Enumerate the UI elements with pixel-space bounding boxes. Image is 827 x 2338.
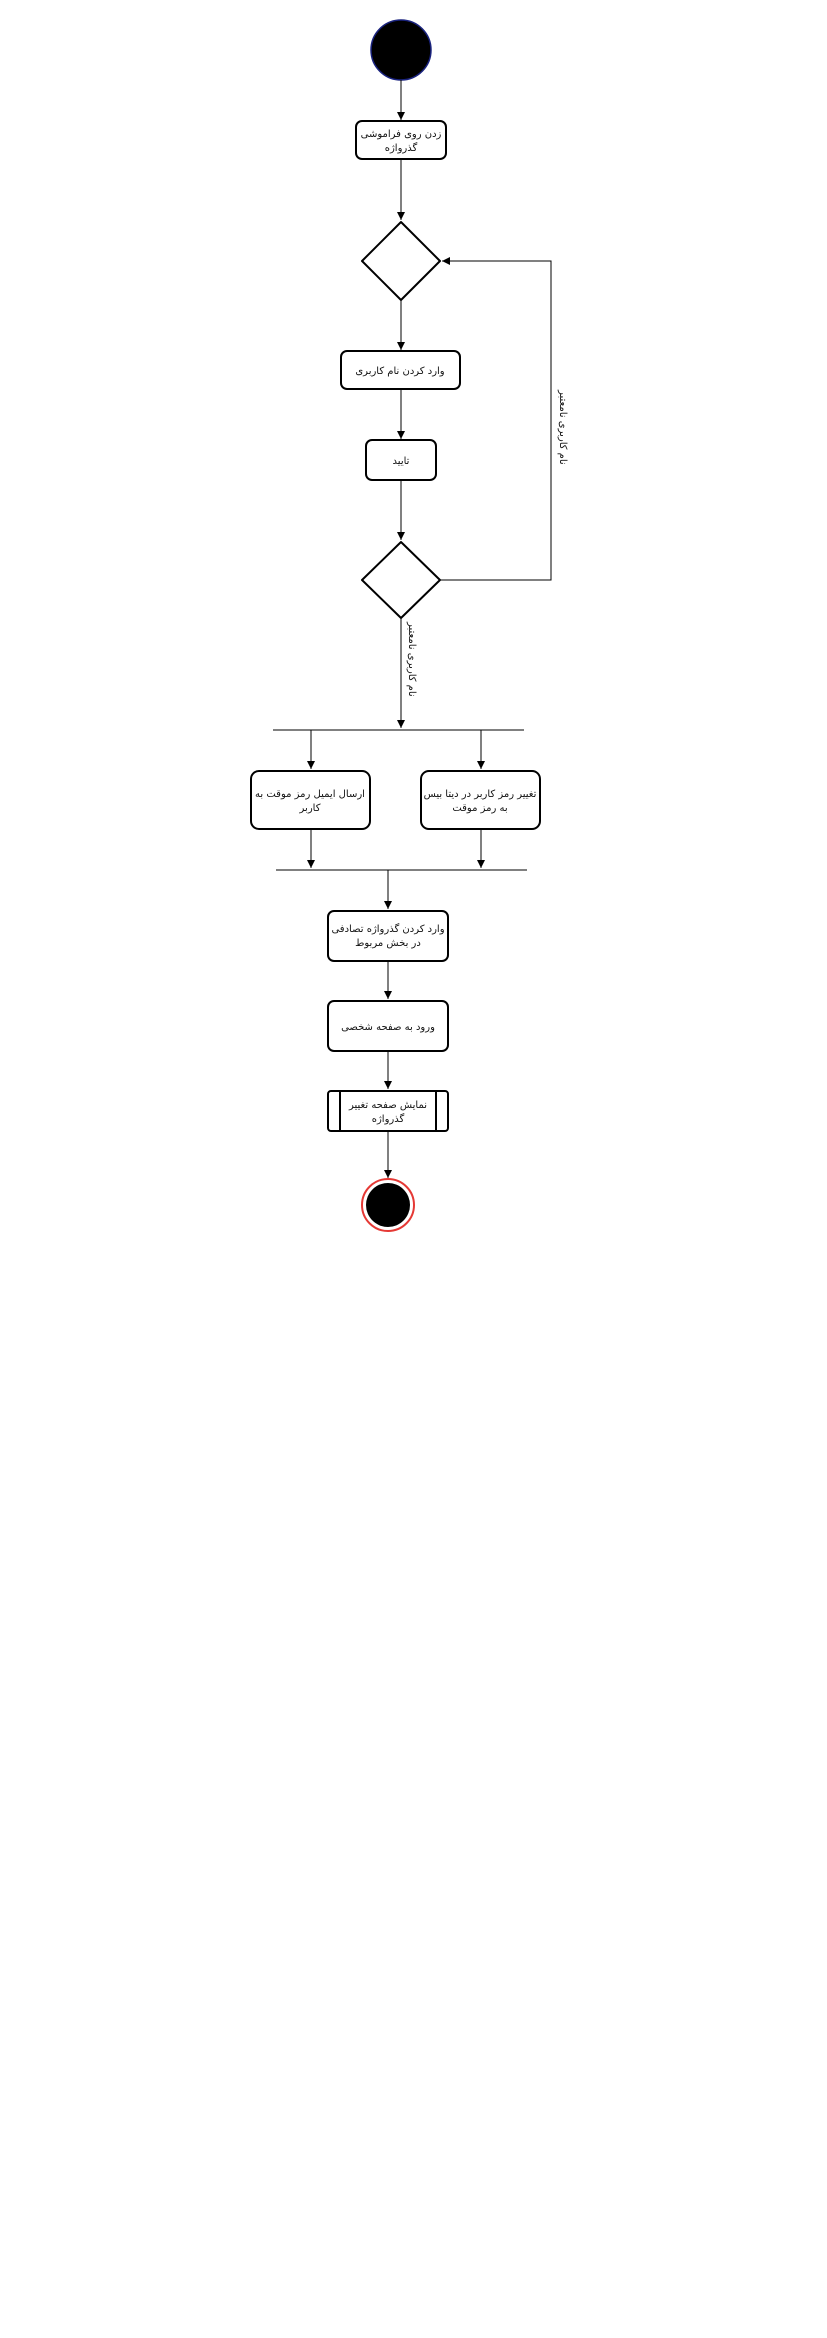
activity-login-profile-label: ورود به صفحه شخصی bbox=[341, 1022, 435, 1033]
edge-label-valid-user: نام کاربری نامعتبر bbox=[406, 621, 417, 697]
edge-decision-loop-back bbox=[440, 257, 552, 581]
activity-click-forgot-line1: زدن روی فراموشی bbox=[361, 129, 442, 140]
activity-click-forgot-password: زدن روی فراموشی گذرواژه bbox=[355, 120, 447, 160]
activity-confirm-label: تایید bbox=[393, 456, 410, 467]
activity-show-change-line1: نمایش صفحه تغییر bbox=[348, 1100, 427, 1111]
activity-show-change-line2: گذرواژه bbox=[372, 1113, 405, 1125]
activity-change-db-line1: تغییر رمز کاربر در دیتا بیس bbox=[424, 789, 537, 800]
activity-login-profile: ورود به صفحه شخصی bbox=[327, 1000, 449, 1052]
end-node bbox=[361, 1178, 415, 1232]
activity-enter-random-line1: وارد کردن گذرواژه تصادفی bbox=[331, 923, 444, 935]
decision-node bbox=[361, 541, 441, 619]
activity-enter-random-password: وارد کردن گذرواژه تصادفی در بخش مربوط bbox=[327, 910, 449, 962]
activity-change-db-line2: به رمز موقت bbox=[452, 803, 507, 814]
activity-enter-username: وارد کردن نام کاربری bbox=[340, 350, 461, 390]
activity-click-forgot-line2: گذرواژه bbox=[385, 142, 418, 154]
activity-confirm: تایید bbox=[365, 439, 437, 481]
activity-change-password-in-db: تغییر رمز کاربر در دیتا بیس به رمز موقت bbox=[420, 770, 541, 830]
activity-enter-random-line2: در بخش مربوط bbox=[355, 938, 421, 949]
activity-send-email-line2: کاربر bbox=[299, 803, 321, 814]
edge-label-invalid-user: نام کاربری نامعتبر bbox=[557, 389, 568, 465]
merge-node bbox=[361, 221, 441, 301]
activity-show-change-password-page: نمایش صفحه تغییر گذرواژه bbox=[327, 1090, 449, 1132]
activity-send-temp-password-email: ارسال ایمیل رمز موقت به کاربر bbox=[250, 770, 371, 830]
activity-send-email-line1: ارسال ایمیل رمز موقت به bbox=[255, 789, 365, 800]
activity-enter-username-label: وارد کردن نام کاربری bbox=[355, 366, 444, 377]
start-node bbox=[370, 19, 432, 81]
